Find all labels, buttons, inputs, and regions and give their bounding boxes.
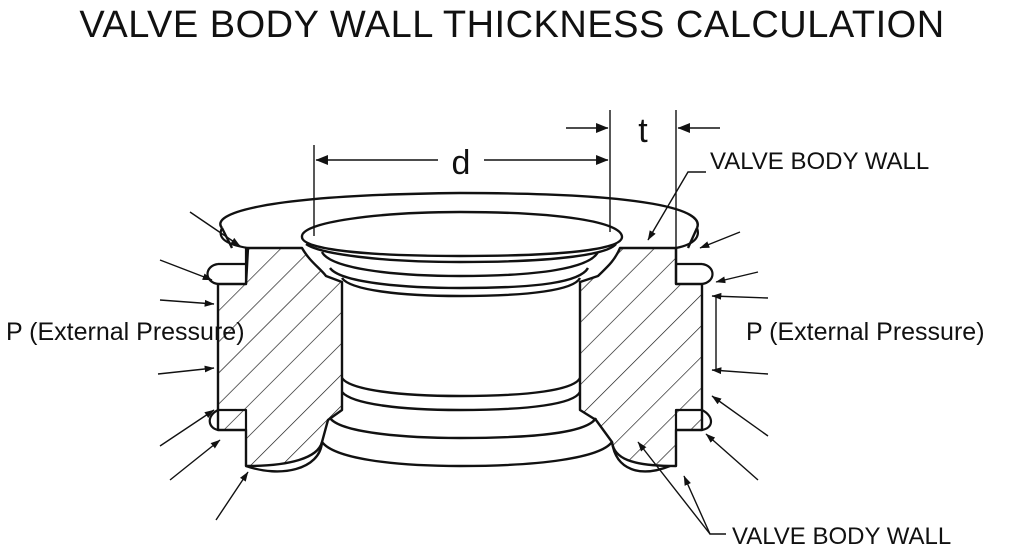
right-wall-section <box>578 246 704 468</box>
diameter-label: d <box>452 144 471 182</box>
pressure-left-label: P (External Pressure) <box>6 318 245 346</box>
top-face-outer-rim <box>219 191 699 229</box>
wall-top-label: VALVE BODY WALL <box>710 148 929 175</box>
valve-body <box>219 191 699 473</box>
wall-leader-lines <box>637 171 726 535</box>
pressure-arrows-left <box>157 211 249 521</box>
pressure-arrows-right <box>699 231 769 481</box>
wall-top-leader <box>647 171 706 241</box>
left-wall-section <box>216 246 344 468</box>
bore-upper-ring <box>320 251 600 278</box>
thickness-label: t <box>638 112 648 150</box>
dimension-lines <box>313 110 720 248</box>
wall-bottom-label: VALVE BODY WALL <box>732 523 951 550</box>
wall-bottom-leader <box>683 475 726 535</box>
pressure-right-label: P (External Pressure) <box>746 318 985 346</box>
bottom-outer-rim <box>245 441 324 473</box>
bore-top-opening <box>300 210 624 258</box>
bore-lower-ring <box>341 377 582 398</box>
page-title: VALVE BODY WALL THICKNESS CALCULATION <box>79 4 945 46</box>
external-step-details <box>206 227 714 432</box>
